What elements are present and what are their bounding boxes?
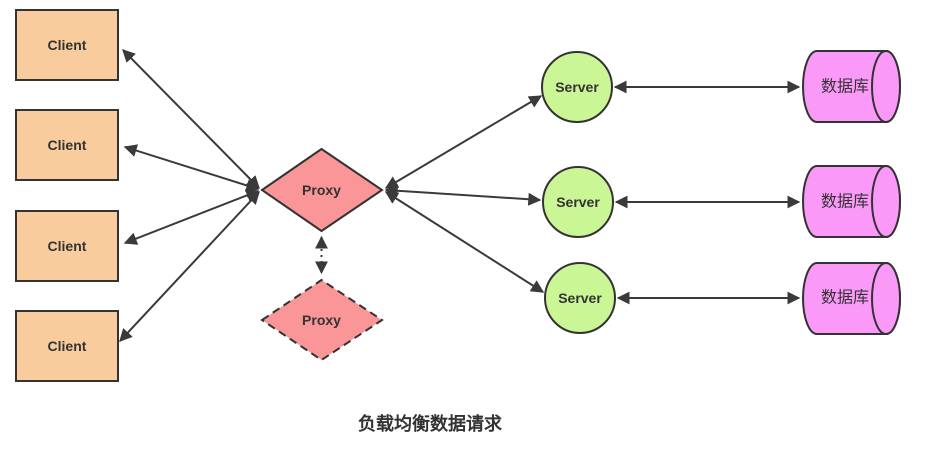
proxy-server-arrows xyxy=(384,95,545,293)
client-proxy-arrows xyxy=(119,49,260,342)
client-box xyxy=(15,9,119,81)
proxy-server3-arrow xyxy=(384,191,545,293)
server-label: Server xyxy=(558,290,602,306)
database-node-1: 数据库 xyxy=(802,50,901,123)
database-cylinder-cap xyxy=(871,165,901,238)
client-label: Client xyxy=(48,338,87,354)
client-node-3: Client xyxy=(15,210,119,282)
client-box xyxy=(15,310,119,382)
database-cylinder-cap xyxy=(871,262,901,335)
proxy-node: Proxy xyxy=(260,147,384,233)
server-circle xyxy=(541,51,613,123)
database-cylinder-cap xyxy=(871,50,901,123)
server-label: Server xyxy=(555,79,599,95)
database-label: 数据库 xyxy=(821,78,869,96)
client2-proxy-arrow xyxy=(123,144,260,192)
server-node-2: Server xyxy=(542,166,614,238)
client-label: Client xyxy=(48,137,87,153)
server-node-1: Server xyxy=(541,51,613,123)
server-circle xyxy=(542,166,614,238)
client3-proxy-arrow xyxy=(123,189,260,245)
server-circle xyxy=(544,262,616,334)
proxy-server1-arrow xyxy=(384,95,543,189)
server-node-3: Server xyxy=(544,262,616,334)
client-node-2: Client xyxy=(15,109,119,181)
proxy-label: Proxy xyxy=(302,182,341,198)
backup-proxy-label: Proxy xyxy=(302,312,341,328)
backup-proxy-node: Proxy xyxy=(260,278,384,362)
client4-proxy-arrow xyxy=(119,191,260,342)
client-label: Client xyxy=(48,238,87,254)
database-node-3: 数据库 xyxy=(802,262,901,335)
client-node-4: Client xyxy=(15,310,119,382)
proxy-server2-arrow xyxy=(384,184,542,206)
backup-proxy-diamond xyxy=(260,278,384,362)
database-node-2: 数据库 xyxy=(802,165,901,238)
client-box xyxy=(15,210,119,282)
proxy-diamond xyxy=(260,147,384,233)
client-box xyxy=(15,109,119,181)
server-db-arrows xyxy=(613,80,801,305)
client-node-1: Client xyxy=(15,9,119,81)
database-label: 数据库 xyxy=(821,289,869,307)
database-label: 数据库 xyxy=(821,193,869,211)
client-label: Client xyxy=(48,37,87,53)
server-label: Server xyxy=(556,194,600,210)
diagram-title: 负载均衡数据请求 xyxy=(358,413,503,434)
